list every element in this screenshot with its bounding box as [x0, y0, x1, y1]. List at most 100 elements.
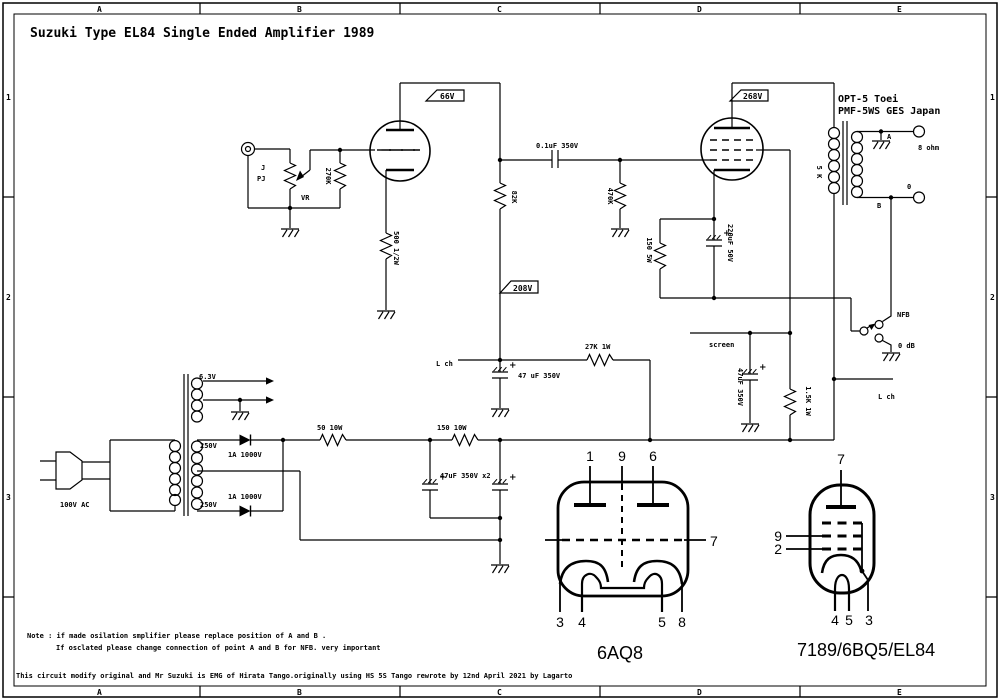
speaker-terminal-b: [912, 191, 926, 204]
coupling-cap: [500, 150, 710, 168]
zone-row-1-left: 1: [6, 93, 11, 102]
heater-arrow-2: [266, 396, 274, 404]
zone-row-2-left: 2: [6, 293, 11, 302]
ground-0db: [881, 352, 901, 362]
diode-bottom-label: 1A 1000V: [228, 493, 263, 501]
note-line-2: If osclated please change connection of …: [56, 644, 381, 652]
mains-plug: [55, 451, 83, 490]
lch-left-label: L ch: [436, 360, 453, 368]
screen-cap-47uf: [741, 363, 767, 381]
decoupling-cap-47uf: [491, 361, 517, 379]
zone-col-e-bottom: E: [897, 688, 902, 697]
input-jack: [240, 141, 256, 157]
callout-66v: 66V: [440, 92, 455, 101]
jack-label-j: J: [261, 164, 265, 172]
aq8-pin-7: 7: [710, 533, 718, 549]
zone-col-b-bottom: B: [297, 688, 302, 697]
nfb-label: NFB: [897, 311, 910, 319]
callout-268v-flag: [728, 89, 769, 102]
aq8-pin-4: 4: [578, 614, 586, 630]
zone-col-c-top: C: [497, 5, 502, 14]
note-line-1: Note : if made osilation smplifier pleas…: [27, 632, 326, 640]
v1-driver-tube: 500 1/2W 66V: [369, 82, 501, 320]
pinout-6aq8: 1 9 6 7 3 4 5 8 6AQ8: [545, 448, 718, 663]
cathode-resistor-150-5w: [653, 242, 667, 270]
aq8-pin-1: 1: [586, 448, 594, 464]
tap-8ohm-label: 8 ohm: [918, 144, 939, 152]
resistor-270k-label: 270K: [324, 168, 332, 186]
terminal-a-label: A: [887, 133, 892, 141]
input-section: J PJ VR 270K: [240, 141, 423, 238]
pot-label: VR: [301, 194, 310, 202]
mains-label: 100V AC: [60, 501, 90, 509]
dropper-50-10w: [319, 433, 347, 447]
el84-pin-9: 9: [774, 528, 782, 544]
ground-v1-cathode: [376, 310, 396, 320]
aq8-pin-5: 5: [658, 614, 666, 630]
0db-label: 0 dB: [898, 342, 915, 350]
screen-cap-label: 47uF 350V: [736, 368, 744, 407]
cap-220uf-label: 220uF 50V: [726, 224, 734, 263]
resistor-470k-label: 470K: [606, 188, 614, 206]
zone-col-d-bottom: D: [697, 688, 702, 697]
interstage-section: 0.1uF 350V 82K 470K 208V: [493, 142, 710, 360]
heater-arrow-1: [266, 377, 274, 385]
ground-input: [280, 228, 300, 238]
ground-decoupling-cap: [490, 408, 510, 418]
el84-pin-7: 7: [837, 451, 845, 467]
screen-network: screen 47uF 350V 1.5K 1W: [690, 330, 812, 440]
speaker-terminal-a: [912, 125, 926, 138]
switch-arrow: [868, 323, 876, 330]
screen-resistor-1k5: [783, 388, 797, 416]
aq8-pin-6: 6: [649, 448, 657, 464]
zone-col-b-top: B: [297, 5, 302, 14]
lch-right-label: L ch: [878, 393, 895, 401]
decoupling-cap-label: 47 uF 350V: [518, 372, 561, 380]
aq8-pin-3: 3: [556, 614, 564, 630]
callout-268v: 268V: [743, 92, 762, 101]
rectifier-diode-bottom: [238, 504, 252, 518]
cathode-cap-220uf: [705, 229, 731, 247]
resistor-150-5w-label: 150 5W: [645, 237, 653, 263]
tap-0-label: 0: [907, 183, 911, 191]
ground-psu: [490, 564, 510, 574]
screen-resistor-label: 1.5K 1W: [804, 386, 812, 416]
hv-top-label: 250V: [200, 442, 218, 450]
callout-66v-flag: [424, 89, 465, 102]
grid-resistor-270k: [333, 162, 347, 190]
nfb-switch: NFB 0 dB: [859, 311, 915, 362]
ground-screen-cap: [740, 423, 760, 433]
zone-row-3-right: 3: [990, 493, 995, 502]
resistor-150-10w-label: 150 10W: [437, 424, 467, 432]
dropper-27k: [586, 353, 614, 367]
aq8-pin-8: 8: [678, 614, 686, 630]
jack-label-pj: PJ: [257, 175, 265, 183]
zone-row-2-right: 2: [990, 293, 995, 302]
screen-label: screen: [709, 341, 734, 349]
ground-heater: [230, 411, 250, 421]
zone-col-e-top: E: [897, 5, 902, 14]
v2-output-tube: 150 5W 220uF 50V 268V: [645, 82, 860, 333]
note-line-3: This circuit modify original and Mr Suzu…: [16, 672, 572, 680]
aq8-name: 6AQ8: [597, 643, 643, 663]
opt-name-line1: OPT-5 Toei: [838, 93, 898, 105]
page-title: Suzuki Type EL84 Single Ended Amplifier …: [30, 26, 374, 41]
zone-row-1-right: 1: [990, 93, 995, 102]
el84-name: 7189/6BQ5/EL84: [797, 640, 935, 660]
resistor-500-label: 500 1/2W: [392, 231, 400, 266]
zone-col-a-bottom: A: [97, 688, 102, 697]
diode-top-label: 1A 1000V: [228, 451, 263, 459]
zone-col-d-top: D: [697, 5, 702, 14]
el84-pin-3: 3: [865, 612, 873, 628]
filter-cap-2: [491, 473, 517, 491]
dropper-150-10w: [451, 433, 479, 447]
pinout-el84: 7 9 2 4 5 3 7189/6BQ5/EL84: [774, 451, 935, 660]
rectifier-diode-top: [238, 433, 252, 447]
terminal-b-label: B: [877, 202, 881, 210]
el84-pin-2: 2: [774, 541, 782, 557]
pot-wiper-arrow: [296, 170, 304, 181]
zone-row-3-left: 3: [6, 493, 11, 502]
power-supply: 50 10W 150 10W 47uF 350V x2 1A 1000V 1A …: [197, 424, 834, 574]
